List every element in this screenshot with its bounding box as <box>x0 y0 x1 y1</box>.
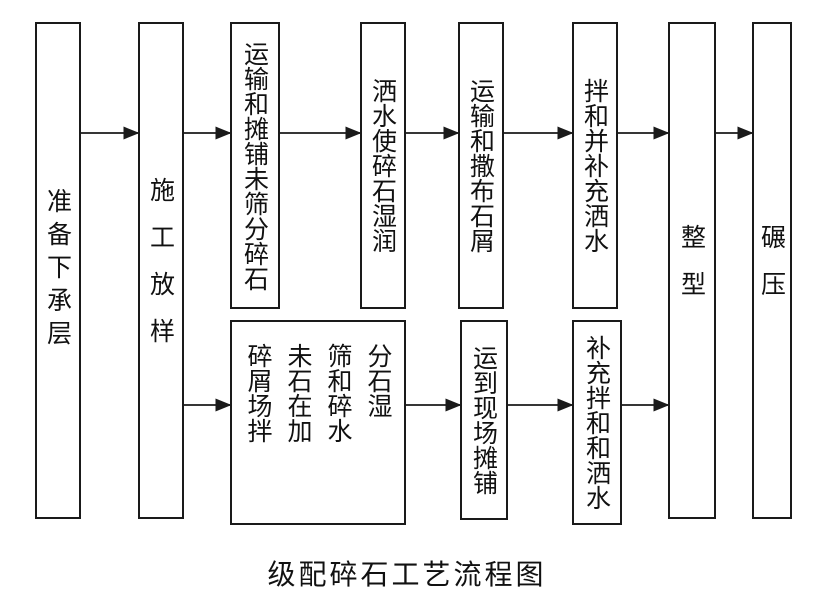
box-construction-layout: 施工放样 <box>138 22 184 519</box>
box-transport-chips: 运输和撒布石屑 <box>458 22 504 309</box>
box-mix-add-water: 拌和并补充洒水 <box>572 22 618 309</box>
plant-mix-col-4: 碎屑场拌 <box>244 342 273 443</box>
box-construction-layout-label: 施工放样 <box>146 176 176 365</box>
box-prepare-subgrade: 准备下承层 <box>35 22 81 519</box>
box-transport-spread-gravel: 运输和摊铺未筛分碎石 <box>230 22 280 309</box>
box-supplement-mix-label: 补充拌和和洒水 <box>582 335 612 510</box>
plant-mix-col-1: 分石湿 <box>364 342 393 418</box>
box-rolling: 碾压 <box>752 22 792 519</box>
box-water-wet-gravel: 洒水使碎石湿润 <box>360 22 406 309</box>
plant-mix-col-2: 筛和碎水 <box>324 342 353 443</box>
box-mix-add-water-label: 拌和并补充洒水 <box>580 78 610 253</box>
box-supplement-mix: 补充拌和和洒水 <box>572 320 622 525</box>
box-transport-to-site: 运到现场摊铺 <box>460 320 508 520</box>
box-prepare-subgrade-label: 准备下承层 <box>43 188 73 353</box>
box-plant-mix-text: 分石湿 筛和碎水 未石在加 碎屑场拌 <box>238 343 398 503</box>
box-grading-label: 整型 <box>677 223 707 318</box>
box-rolling-label: 碾压 <box>757 223 787 318</box>
box-transport-spread-gravel-label: 运输和摊铺未筛分碎石 <box>240 40 270 291</box>
diagram-caption: 级配碎石工艺流程图 <box>267 558 547 591</box>
box-grading: 整型 <box>668 22 716 519</box>
box-plant-mix: 分石湿 筛和碎水 未石在加 碎屑场拌 <box>230 320 406 525</box>
box-water-wet-gravel-label: 洒水使碎石湿润 <box>368 78 398 253</box>
plant-mix-col-3: 未石在加 <box>284 342 313 443</box>
box-transport-chips-label: 运输和撒布石屑 <box>466 78 496 253</box>
box-transport-to-site-label: 运到现场摊铺 <box>469 345 499 495</box>
